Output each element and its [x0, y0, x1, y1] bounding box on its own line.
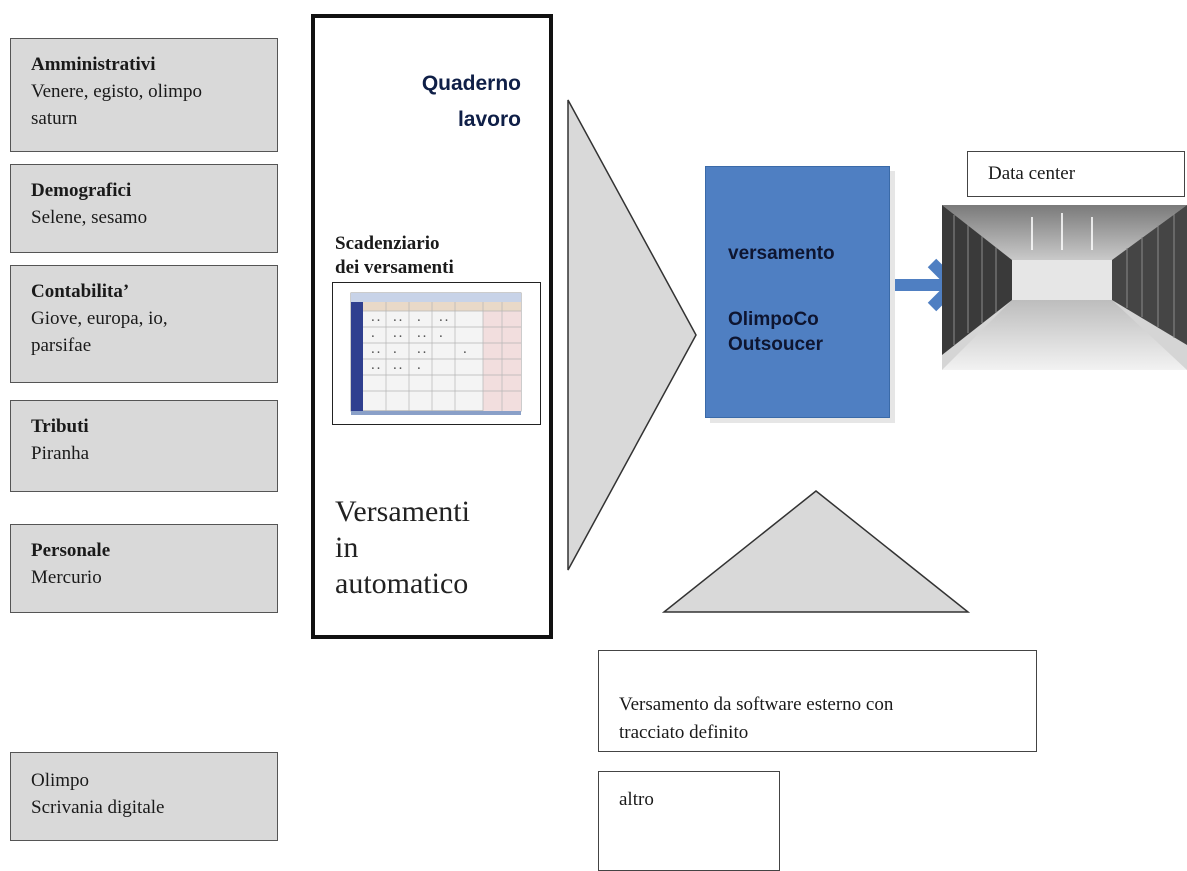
- quaderno-title-line1: Quaderno: [421, 72, 521, 95]
- data-center-label: Data center: [988, 163, 1076, 184]
- scadenziario-line1: Scadenziario: [335, 233, 440, 254]
- data-center-label-box: Data center: [967, 151, 1185, 197]
- category-line: saturn: [31, 108, 78, 129]
- svg-text:∙ ∙: ∙ ∙: [393, 365, 402, 372]
- funnel-triangle-right: [567, 99, 697, 571]
- category-line: Venere, egisto, olimpo: [31, 81, 202, 102]
- svg-text:∙: ∙: [371, 333, 375, 340]
- category-title: Personale: [31, 540, 111, 561]
- versamento-label: versamento: [728, 243, 835, 264]
- svg-text:∙ ∙: ∙ ∙: [393, 317, 402, 324]
- category-box-demografici: Demografici Selene, sesamo: [10, 164, 278, 253]
- svg-text:∙ ∙: ∙ ∙: [371, 317, 380, 324]
- svg-text:∙: ∙: [417, 365, 421, 372]
- svg-text:∙ ∙: ∙ ∙: [393, 333, 402, 340]
- category-title: Contabilita’: [31, 281, 130, 302]
- software-esterno-line1: Versamento da software esterno con: [619, 694, 894, 715]
- category-box-tributi: Tributi Piranha: [10, 400, 278, 492]
- versamento-olimpoco-box: versamento OlimpoCo Outsoucer: [705, 166, 890, 418]
- outsoucer-label: Outsoucer: [728, 334, 824, 355]
- category-line: Selene, sesamo: [31, 207, 148, 228]
- olimpo-line: Olimpo: [31, 770, 90, 791]
- spreadsheet-image: ∙ ∙ ∙ ∙ ∙ ∙ ∙ ∙ ∙ ∙ ∙ ∙ ∙ ∙ ∙ ∙ ∙ ∙ ∙ ∙ ∙ ∙ ∙ ∙: [350, 292, 522, 415]
- olimpo-scrivania-box: Olimpo Scrivania digitale: [10, 752, 278, 841]
- svg-text:∙ ∙: ∙ ∙: [371, 349, 380, 356]
- svg-text:∙ ∙: ∙ ∙: [417, 349, 426, 356]
- olimpo-line: Scrivania digitale: [31, 797, 165, 818]
- quaderno-title-line2: lavoro: [457, 108, 521, 131]
- category-box-contabilita: Contabilita’ Giove, europa, io, parsifae: [10, 265, 278, 383]
- category-box-amministrativi: Amministrativi Venere, egisto, olimpo sa…: [10, 38, 278, 152]
- category-line: Mercurio: [31, 567, 102, 588]
- svg-text:∙: ∙: [417, 317, 421, 324]
- category-title: Amministrativi: [31, 54, 156, 75]
- software-esterno-box: Versamento da software esterno con tracc…: [598, 650, 1037, 752]
- category-box-personale: Personale Mercurio: [10, 524, 278, 613]
- svg-text:∙ ∙: ∙ ∙: [417, 333, 426, 340]
- scadenziario-spreadsheet-thumbnail: ∙ ∙ ∙ ∙ ∙ ∙ ∙ ∙ ∙ ∙ ∙ ∙ ∙ ∙ ∙ ∙ ∙ ∙ ∙ ∙ ∙ ∙ ∙ ∙: [332, 282, 541, 425]
- category-title: Tributi: [31, 416, 89, 437]
- versamenti-auto-line2: in: [335, 531, 359, 564]
- svg-text:∙: ∙: [393, 349, 397, 356]
- svg-text:∙: ∙: [463, 349, 467, 356]
- software-esterno-line2: tracciato definito: [619, 722, 749, 743]
- funnel-triangle-up: [661, 490, 971, 613]
- category-line: Piranha: [31, 443, 90, 464]
- svg-text:∙ ∙: ∙ ∙: [439, 317, 448, 324]
- category-line: parsifae: [31, 335, 92, 356]
- svg-text:∙ ∙: ∙ ∙: [371, 365, 380, 372]
- altro-box: altro: [598, 771, 780, 871]
- versamenti-auto-line3: automatico: [335, 567, 469, 600]
- olimpoco-label: OlimpoCo: [728, 309, 819, 330]
- quaderno-lavoro-box: Quaderno lavoro Scadenziario dei versame…: [311, 14, 553, 639]
- altro-label: altro: [619, 789, 654, 810]
- versamenti-auto-line1: Versamenti: [335, 495, 470, 528]
- scadenziario-line2: dei versamenti: [335, 257, 454, 278]
- category-line: Giove, europa, io,: [31, 308, 168, 329]
- category-title: Demografici: [31, 180, 132, 201]
- server-room-image: [942, 205, 1187, 370]
- data-center-photo: [942, 205, 1187, 370]
- svg-text:∙: ∙: [439, 333, 443, 340]
